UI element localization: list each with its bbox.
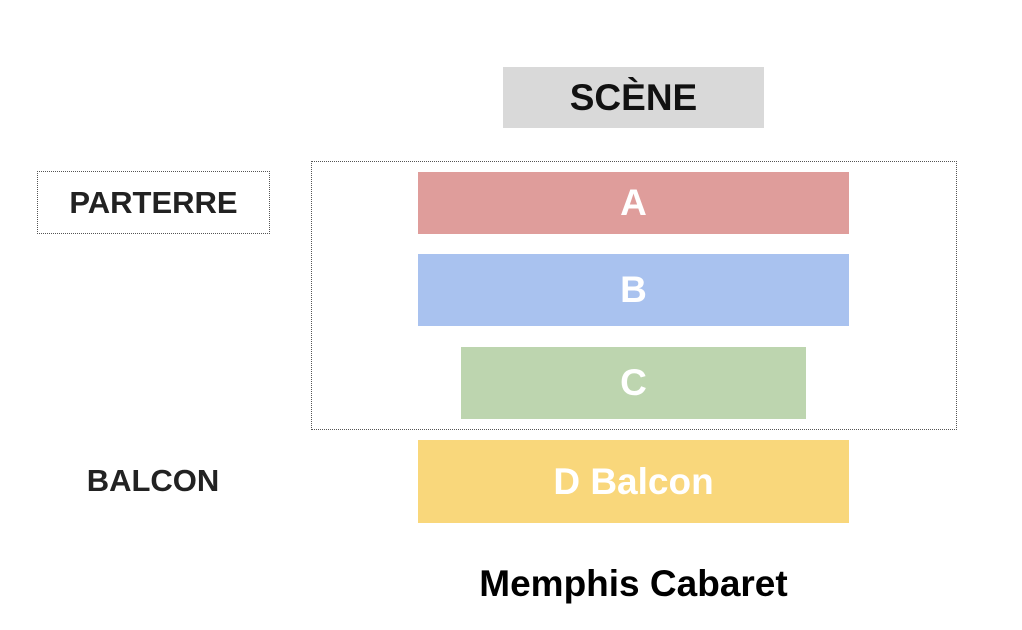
balcon-label: BALCON — [86, 463, 220, 498]
section-b[interactable]: B — [418, 254, 849, 326]
section-a[interactable]: A — [418, 172, 849, 234]
section-d-balcon[interactable]: D Balcon — [418, 440, 849, 523]
stage-block: SCÈNE — [503, 67, 764, 128]
venue-title: Memphis Cabaret — [479, 563, 788, 604]
parterre-zone-outline — [311, 161, 957, 430]
section-c[interactable]: C — [461, 347, 806, 419]
parterre-label: PARTERRE — [37, 171, 270, 234]
